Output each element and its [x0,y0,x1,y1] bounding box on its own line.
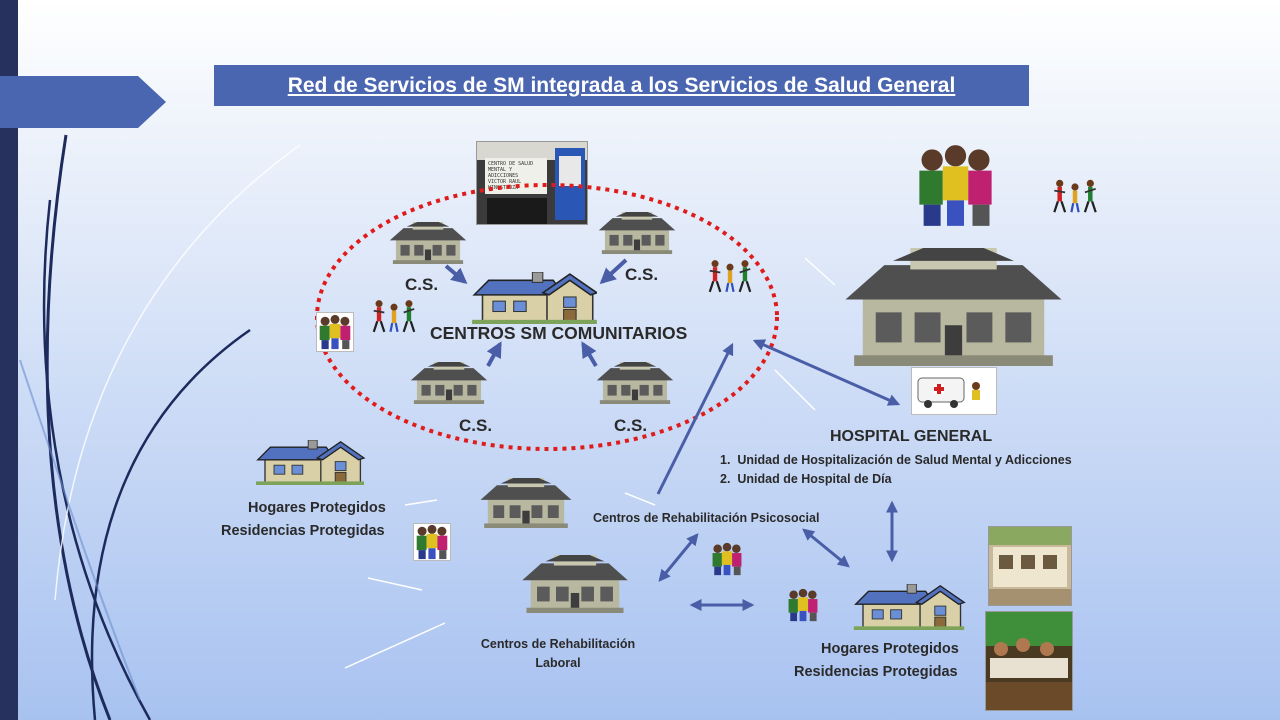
cs-label: C.S. [625,265,659,284]
health-center-photo: CENTRO DE SALUD MENTAL Y ADICCIONES VICT… [476,141,588,225]
arrow-icon [581,341,598,368]
hospital-unit-item: 1. Unidad de Hospitalización de Salud Me… [720,453,1072,467]
group-activity-photo [985,611,1073,711]
people-icon [414,524,450,560]
psychosocial-label: Centros de Rehabilitación Psicosocial [593,511,820,525]
people-icon-frame [316,312,354,352]
hospital-building-icon [805,248,1102,366]
protected-home-building-icon [248,440,372,485]
arrow-icon [658,533,699,582]
hospital-unit-item: 2. Unidad de Hospital de Día [720,472,892,486]
chevron-banner [0,76,166,128]
arrow-icon [486,341,502,367]
title-bar: Red de Servicios de SM integrada a los S… [214,65,1029,106]
cs-label: C.S. [614,416,648,435]
right-homes-label-line1: Hogares Protegidos [821,641,959,657]
left-homes-label-line1: Hogares Protegidos [248,500,386,516]
photo-sign-line: MENTAL Y ADICCIONES [488,167,519,179]
page-title: Red de Servicios de SM integrada a los S… [287,73,956,97]
hospital-title: HOSPITAL GENERAL [830,428,993,445]
ambulance-icon-frame [911,367,997,415]
arrow-icon [656,342,734,495]
cs-label: C.S. [405,275,439,294]
arrow-icon [752,339,901,406]
people-icon [786,587,820,623]
arrow-icon [802,528,850,568]
arrow-icon [599,258,628,285]
cs-label: C.S. [459,416,493,435]
photo-sign-line: VICTOR RAUL HINOSTROZA [488,179,522,191]
community-center-label: CENTROS SM COMUNITARIOS [430,323,688,343]
right-homes-label-line2: Residencias Protegidas [794,664,958,680]
residence-photo [988,526,1072,606]
hospital-unit-label: Unidad de Hospital de Día [737,472,892,486]
kids-icon [1052,178,1098,214]
hospital-unit-label: Unidad de Hospitalización de Salud Menta… [737,453,1072,467]
arrow-icon [444,264,468,285]
ambulance-icon [917,377,980,408]
left-homes-label-line2: Residencias Protegidas [221,523,385,539]
photo-sign-line: CENTRO DE SALUD [488,161,534,167]
labor-label-line2: Laboral [535,656,581,670]
family-group-icon [903,143,1008,228]
people-icon-frame [413,523,451,561]
labor-center-building-icon [502,555,648,613]
psychosocial-center-building-icon [462,478,590,528]
people-icon [710,541,744,577]
labor-label-line1: Centros de Rehabilitación [480,637,636,651]
left-accent-bar [0,0,18,720]
protected-home-building-icon [848,584,970,630]
